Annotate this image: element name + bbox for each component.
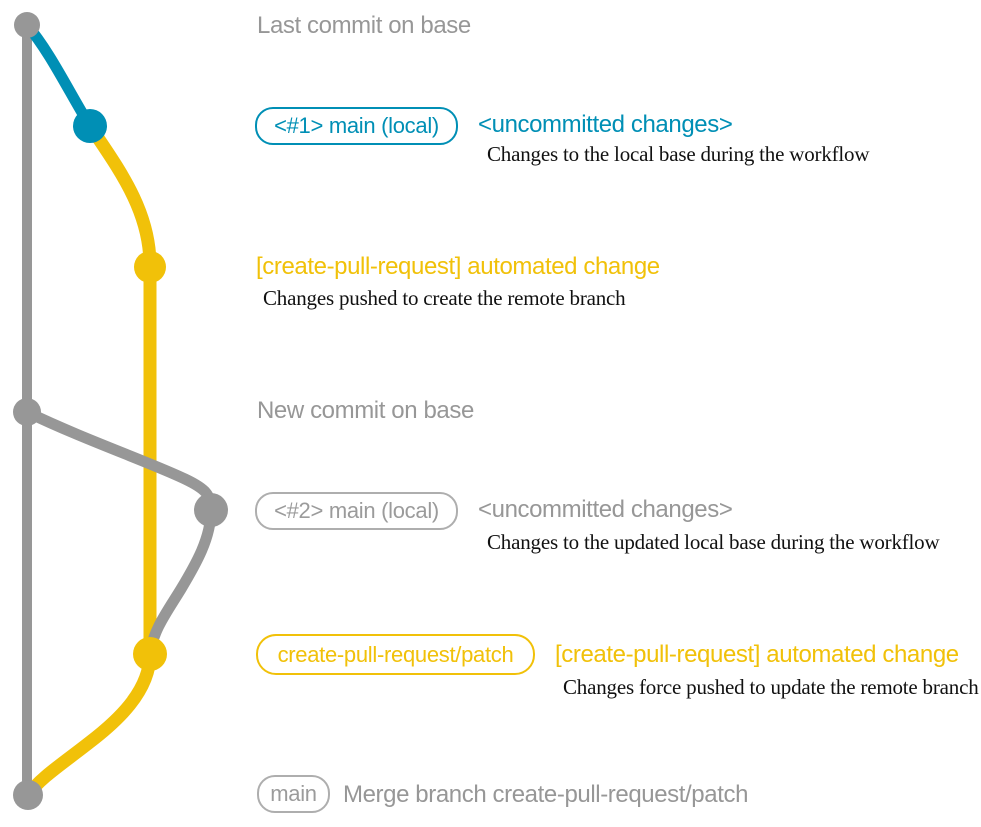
note-automated-change-2: [create-pull-request] automated change xyxy=(555,641,959,668)
commit-dot-new-commit-on-base xyxy=(13,398,41,426)
commit-dot-local-main-1 xyxy=(73,109,107,143)
detail-push-create-remote-branch: Changes pushed to create the remote bran… xyxy=(263,286,626,310)
commit-dot-last-commit-on-base xyxy=(14,12,40,38)
rebase-branch-line xyxy=(21,406,217,516)
commit-dot-local-main-2 xyxy=(194,493,228,527)
note-uncommitted-changes-2: <uncommitted changes> xyxy=(478,496,733,523)
label-new-commit-on-base: New commit on base xyxy=(257,397,474,424)
label-merge-branch: Merge branch create-pull-request/patch xyxy=(343,781,749,808)
detail-local-base-changes-2: Changes to the updated local base during… xyxy=(487,530,940,554)
note-uncommitted-changes-1: <uncommitted changes> xyxy=(478,111,733,138)
note-automated-change-1: [create-pull-request] automated change xyxy=(256,253,660,280)
badge-main-local-1: <#1> main (local) xyxy=(255,107,458,145)
detail-local-base-changes-1: Changes to the local base during the wor… xyxy=(487,142,870,166)
detail-force-push-update-remote-branch: Changes force pushed to update the remot… xyxy=(563,675,979,699)
commit-dot-automated-change-2 xyxy=(133,637,167,671)
patch-merge-line xyxy=(21,647,157,802)
patch-branch-line xyxy=(83,119,157,661)
badge-main: main xyxy=(257,775,330,813)
badge-main-local-2: <#2> main (local) xyxy=(255,492,458,530)
commit-dot-automated-change-1 xyxy=(134,251,166,283)
rebase-to-patch-line xyxy=(144,504,217,660)
badge-create-pull-request-patch: create-pull-request/patch xyxy=(256,634,535,675)
commit-graph xyxy=(13,12,228,810)
label-last-commit-on-base: Last commit on base xyxy=(257,12,471,39)
local-main-branch-line xyxy=(21,19,96,132)
commit-dot-merge xyxy=(13,780,43,810)
